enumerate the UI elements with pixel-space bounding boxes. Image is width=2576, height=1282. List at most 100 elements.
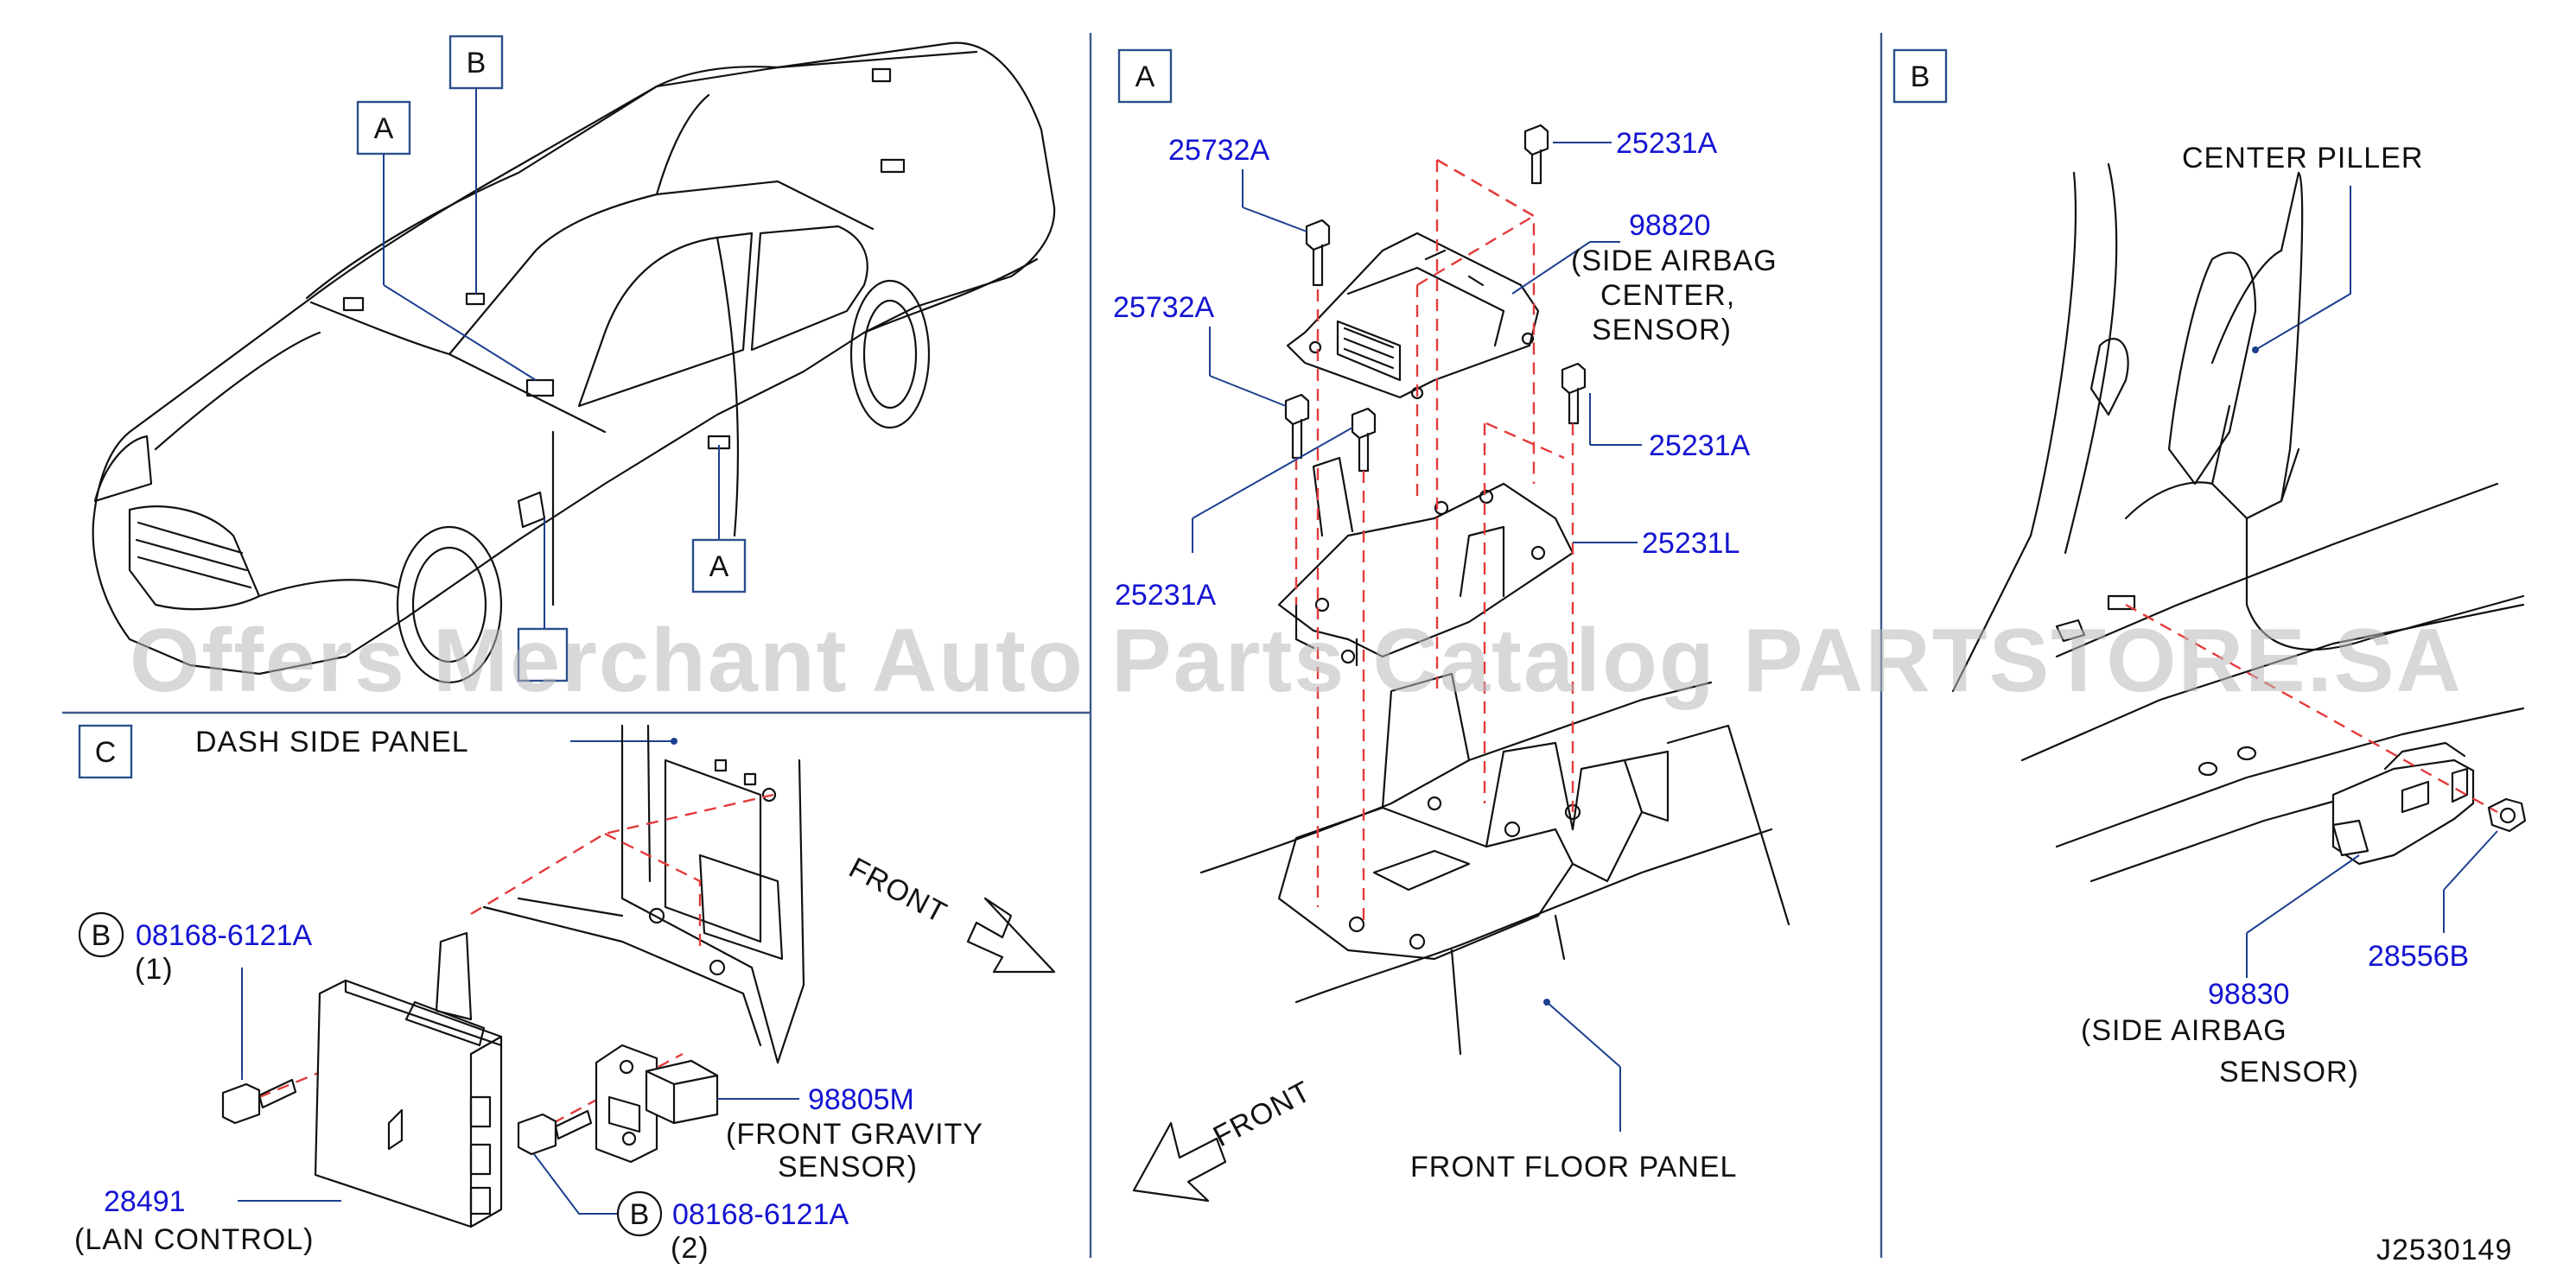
diagram-stroke (314, 979, 503, 1228)
panel-a-marker[interactable]: A (1117, 48, 1173, 104)
diagram-stroke (2401, 780, 2430, 814)
diagram-stroke (1450, 949, 1462, 1056)
diagram-stroke (604, 832, 702, 950)
dash-side-panel-label: DASH SIDE PANEL (195, 726, 469, 758)
diagram-text: A (1135, 60, 1155, 93)
panel-c-front-label: FRONT (843, 852, 952, 930)
diagram-stroke (1521, 332, 1535, 346)
diagram-stroke (1951, 171, 2077, 693)
diagram-stroke (1192, 427, 1353, 519)
diagram-stroke (616, 1190, 663, 1237)
diagram-stroke (1543, 999, 1550, 1006)
diagram-stroke (356, 100, 411, 155)
front-floor-panel-label: FRONT FLOOR PANEL (1410, 1151, 1737, 1184)
car-callout-b[interactable]: B (448, 35, 504, 90)
diagram-stroke (2443, 830, 2498, 891)
diagram-stroke (1530, 149, 1542, 185)
diagram-stroke (621, 1131, 637, 1146)
diagram-stroke (154, 331, 321, 451)
diagram-stroke (2055, 707, 2525, 848)
lan-control-part-number[interactable]: 28491 (104, 1185, 186, 1218)
diagram-stroke (92, 41, 1056, 676)
airbag-center-desc-line-2: CENTER, (1600, 279, 1735, 312)
bolt-1-part-number[interactable]: 08168-6121A (136, 919, 313, 952)
car-callout-a-lower[interactable]: A (691, 538, 747, 593)
diagram-stroke (78, 724, 133, 779)
diagram-text: B (630, 1198, 650, 1231)
car-callout-c-partial (517, 627, 569, 682)
diagram-stroke (2451, 767, 2469, 803)
center-pillar-illustration (1951, 162, 2525, 883)
side-sensor-desc-line-2: SENSOR) (2219, 1056, 2359, 1088)
diagram-stroke (469, 1143, 492, 1176)
side-sensor-desc-line-1: (SIDE AIRBAG (2081, 1014, 2287, 1047)
diagram-stroke (761, 787, 777, 803)
nut-part-number[interactable]: 28556B (2368, 940, 2469, 973)
car-callout-a-upper[interactable]: A (356, 100, 411, 155)
diagram-text: A (709, 550, 729, 583)
diagram-stroke (2198, 761, 2218, 777)
diagram-stroke (1568, 387, 1580, 425)
diagram-stroke (2383, 741, 2466, 771)
diagram-stroke (1312, 456, 1354, 537)
diagram-stroke (78, 911, 124, 958)
bolt-2-part-number[interactable]: 08168-6121A (672, 1198, 849, 1231)
diagram-stroke (448, 180, 875, 356)
panel-b-guide-line (2125, 603, 2498, 814)
bolt-25231a-right[interactable]: 25231A (1649, 429, 1751, 462)
watermark-text: Offers Merchant Auto Parts Catalog PARTS… (130, 611, 2463, 711)
side-sensor-part-number[interactable]: 98830 (2208, 978, 2290, 1011)
diagram-stroke (1358, 432, 1370, 473)
panel-b-marker[interactable]: B (1892, 48, 1948, 104)
diagram-stroke (258, 579, 399, 598)
diagram-stroke (465, 292, 486, 306)
diagram-stroke (469, 1095, 492, 1128)
front-floor-panel-illustration (1199, 672, 1790, 1056)
bolt-2-circle-marker[interactable]: B (616, 1190, 663, 1237)
gravity-sensor-part-number[interactable]: 98805M (808, 1083, 914, 1116)
diagram-stroke (525, 378, 555, 397)
diagram-stroke (2245, 517, 2525, 651)
diagram-stroke (648, 907, 665, 924)
diagram-stroke (1623, 750, 1670, 822)
panel-c-marker[interactable]: C (78, 724, 133, 779)
diagram-stroke (1436, 158, 1535, 218)
diagram-stroke (1343, 327, 1395, 370)
diagram-text: C (95, 736, 117, 769)
diagram-stroke (2055, 619, 2086, 643)
bolt-1-circle-marker[interactable]: B (78, 911, 124, 958)
bolt-25231a-top[interactable]: 25231A (1616, 127, 1718, 160)
diagram-stroke (1199, 681, 1713, 874)
diagram-stroke (517, 897, 624, 917)
bracket-part-number[interactable]: 25231L (1642, 527, 1740, 560)
airbag-center-part-number[interactable]: 98820 (1629, 209, 1711, 242)
diagram-stroke (2255, 186, 2351, 351)
diagram-stroke (2487, 797, 2527, 833)
diagram-stroke (1242, 206, 1307, 232)
diagram-stroke (1479, 489, 1494, 505)
diagram-stroke (871, 67, 892, 83)
diagram-stroke (645, 1059, 719, 1125)
diagram-stroke (517, 627, 569, 682)
bolt-25732a-lower[interactable]: 25732A (1113, 291, 1215, 324)
diagram-stroke (776, 758, 805, 1064)
diagram-stroke (1504, 821, 1521, 838)
drawing-code: J2530149 (2376, 1234, 2512, 1266)
diagram-stroke (671, 738, 677, 745)
diagram-stroke (1346, 266, 1505, 347)
diagram-stroke (691, 538, 747, 593)
diagram-stroke (1351, 407, 1377, 440)
panel-dividers (62, 33, 1883, 1258)
diagram-stroke (1409, 933, 1426, 950)
diagram-stroke (2020, 603, 2525, 762)
diagram-stroke (342, 296, 365, 312)
diagram-stroke (862, 257, 1039, 334)
bolt-25231a-left[interactable]: 25231A (1115, 579, 1217, 612)
diagram-stroke (664, 758, 762, 943)
bolt-25732a-upper[interactable]: 25732A (1168, 134, 1270, 167)
lan-control-desc: (LAN CONTROL) (74, 1223, 314, 1256)
diagram-stroke (309, 301, 607, 434)
diagram-stroke (1294, 603, 1358, 667)
gravity-sensor-desc-line-1: (FRONT GRAVITY (726, 1118, 983, 1151)
diagram-text: A (374, 112, 394, 145)
